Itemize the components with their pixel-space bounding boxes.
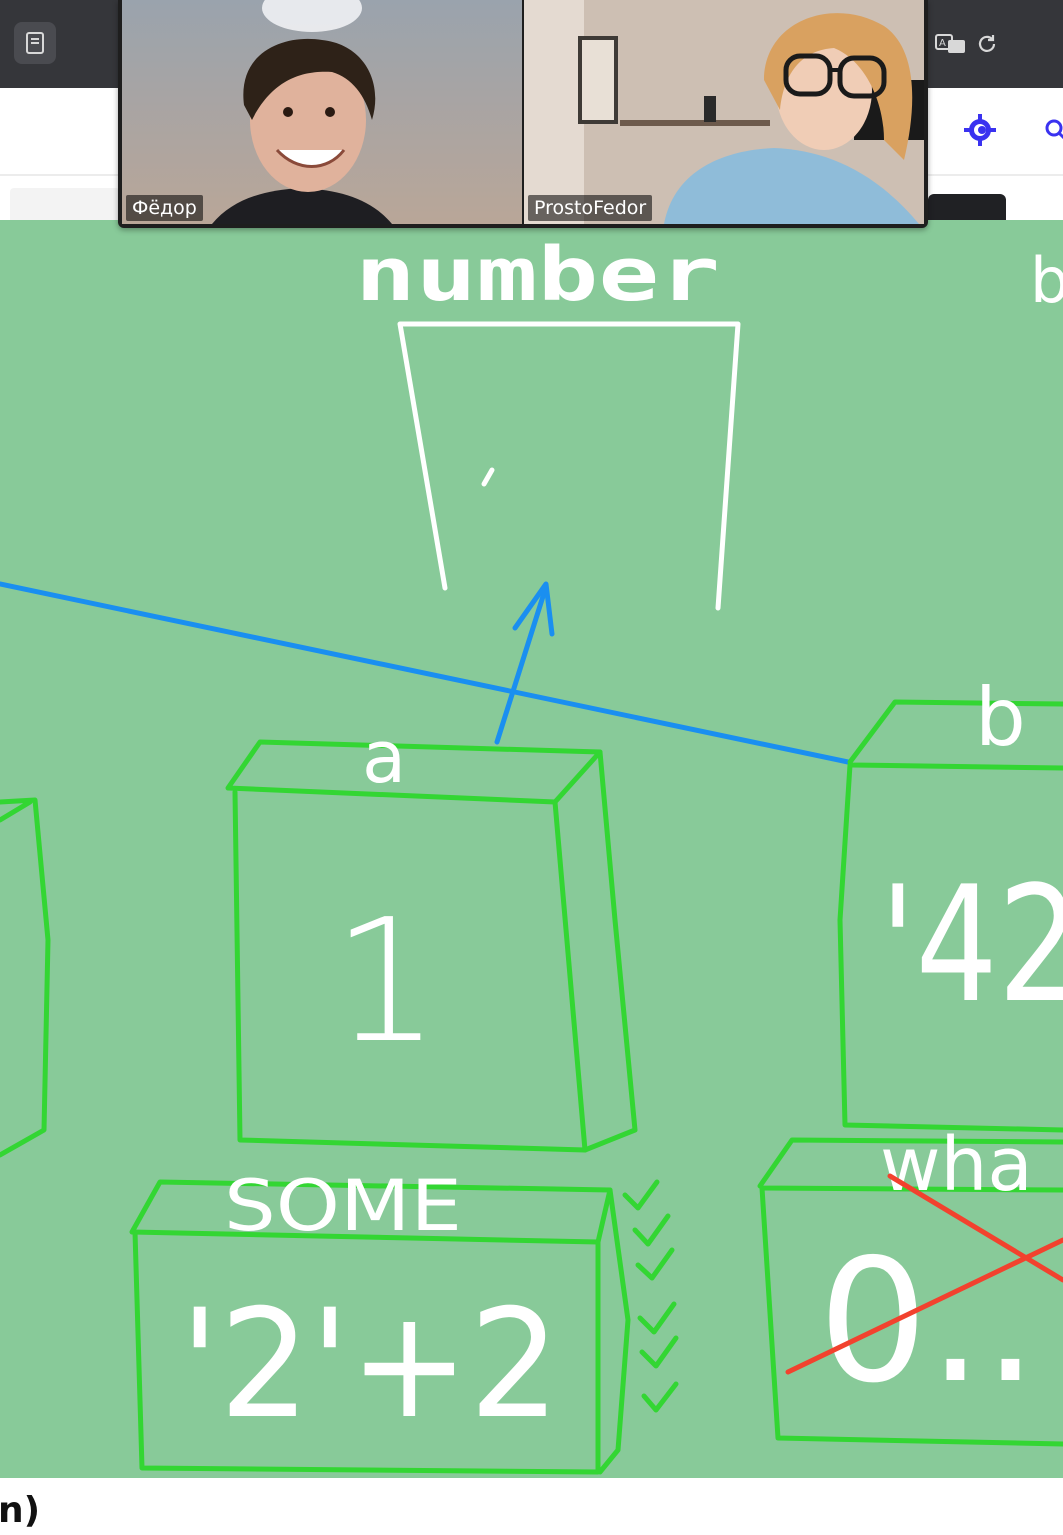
video-tile-prostofedor[interactable]: ProstoFedor bbox=[524, 0, 924, 224]
dark-tab bbox=[928, 194, 1006, 220]
reader-icon[interactable] bbox=[14, 22, 56, 64]
header-strip bbox=[10, 188, 120, 220]
check-marks bbox=[622, 1179, 679, 1413]
box-b bbox=[837, 699, 1063, 1133]
whiteboard-drawing: number b a 1 SOME '2'+2 bbox=[0, 232, 1063, 1475]
dot-mark bbox=[481, 467, 495, 487]
number-container bbox=[397, 321, 741, 611]
red-cross bbox=[785, 1173, 1063, 1375]
blue-arrow bbox=[494, 587, 548, 745]
partial-box-left bbox=[0, 797, 51, 1158]
type-label: number bbox=[355, 232, 720, 318]
video-frame bbox=[524, 0, 924, 224]
var-what-label: wha bbox=[880, 1122, 1033, 1208]
box-a bbox=[225, 739, 638, 1153]
extension-icon[interactable] bbox=[962, 112, 998, 152]
var-some-value: '2'+2 bbox=[180, 1278, 560, 1452]
var-a-label: a bbox=[362, 715, 406, 799]
cut-off-letter: b bbox=[1030, 244, 1063, 317]
video-tile-fedor[interactable]: Фёдор bbox=[122, 0, 522, 224]
var-b-label: b bbox=[975, 671, 1026, 764]
var-some-label: SOME bbox=[224, 1165, 462, 1247]
reload-icon[interactable] bbox=[972, 24, 1002, 64]
participant-name: ProstoFedor bbox=[528, 195, 653, 221]
video-strip: Фёдор ProstoFedor bbox=[118, 0, 928, 228]
translate-icon[interactable]: A bbox=[932, 24, 970, 64]
svg-text:A: A bbox=[939, 38, 946, 49]
whiteboard[interactable]: number b a 1 SOME '2'+2 bbox=[0, 220, 1063, 1478]
participant-name: Фёдор bbox=[126, 195, 203, 221]
video-frame bbox=[122, 0, 522, 224]
search-icon[interactable] bbox=[1042, 116, 1063, 148]
var-b-value: '42 bbox=[880, 851, 1063, 1038]
var-a-value: 1 bbox=[332, 883, 440, 1081]
blue-arrowhead bbox=[512, 581, 555, 637]
page-text-fragment: n) bbox=[0, 1490, 41, 1531]
box-some bbox=[129, 1179, 631, 1475]
blue-line bbox=[0, 581, 851, 765]
var-what-value: 0.. bbox=[818, 1223, 1038, 1421]
